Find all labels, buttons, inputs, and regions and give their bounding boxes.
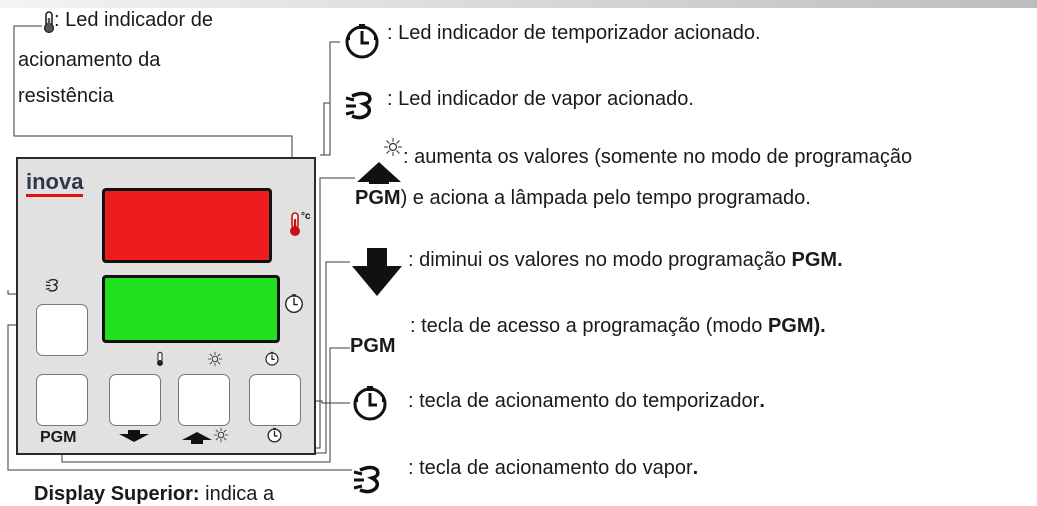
- arrow-up-icon: [355, 160, 403, 189]
- vapor-key-desc: : tecla de acionamento do vapor: [408, 457, 693, 479]
- pgm-key-label: PGM: [40, 429, 77, 446]
- degree-label: °c: [301, 211, 311, 222]
- steam-key-icon: [352, 460, 386, 503]
- timer-led-text: : Led indicador de temporizador acionado…: [387, 22, 761, 44]
- down-arrow-small-icon: [119, 429, 149, 447]
- clock-key-icon: [350, 384, 390, 429]
- display-superior-text: Display Superior: indica a: [34, 482, 274, 506]
- pgm-key[interactable]: [36, 374, 88, 426]
- resist-led-line2: acionamento da: [18, 49, 161, 71]
- resist-led-line1: : Led indicador de: [54, 9, 214, 31]
- pgm-key-desc: : tecla de acesso a programação (modo: [410, 315, 768, 337]
- pgm-icon-label: PGM: [350, 335, 396, 357]
- vapor-led-text: : Led indicador de vapor acionado.: [387, 88, 694, 110]
- timer-key[interactable]: [249, 374, 301, 426]
- lamp-small-icon: [207, 351, 223, 372]
- timer-led-icon: [283, 293, 305, 320]
- pgm-key-text: : tecla de acesso a programação (modo PG…: [410, 314, 826, 338]
- down-key[interactable]: [109, 374, 161, 426]
- down-key-pgm-bold: PGM.: [791, 249, 843, 271]
- down-key-desc: : diminui os valores no modo programação: [408, 249, 792, 271]
- clock-icon: [342, 22, 382, 67]
- steam-icon: [344, 86, 378, 129]
- up-key-line2: PGM) e aciona a lâmpada pelo tempo progr…: [355, 186, 811, 210]
- display-superior-bold: Display Superior:: [34, 483, 200, 505]
- lamp-key-icon: [213, 427, 229, 448]
- clock-small-icon: [264, 351, 280, 372]
- display-superior-rest: indica a: [199, 483, 275, 505]
- thermometer-icon: [42, 10, 56, 39]
- vapor-key-text: : tecla de acionamento do vapor.: [408, 456, 698, 480]
- brand-logo: inova: [26, 169, 84, 197]
- thermometer-small-icon: [155, 351, 165, 372]
- pgm-key-bold: PGM).: [767, 315, 826, 337]
- up-key-pgm-bold: PGM: [355, 187, 401, 209]
- top-display: [102, 188, 272, 263]
- up-key-line1: : aumenta os valores (somente no modo de…: [403, 146, 913, 168]
- lamp-icon: [383, 137, 403, 162]
- control-panel: inova °c PGM: [16, 157, 316, 455]
- clock-key-small-icon: [266, 427, 283, 449]
- vapor-key[interactable]: [36, 304, 88, 356]
- up-key-line2-rest: ) e aciona a lâmpada pelo tempo programa…: [400, 187, 811, 209]
- arrow-down-icon: [352, 248, 402, 301]
- down-key-text: : diminui os valores no modo programação…: [408, 248, 843, 272]
- thermometer-red-icon: [288, 211, 302, 242]
- timer-key-desc: : tecla de acionamento do temporizador: [408, 390, 760, 412]
- timer-key-text: : tecla de acionamento do temporizador.: [408, 389, 765, 413]
- vapor-led-icon: [44, 276, 62, 299]
- vapor-key-period: .: [692, 457, 699, 479]
- resist-led-line3: resistência: [18, 85, 114, 107]
- up-key[interactable]: [178, 374, 230, 426]
- up-arrow-small-icon: [182, 431, 212, 449]
- top-bar: [0, 0, 1037, 8]
- timer-key-period: .: [759, 390, 765, 412]
- bottom-display: [102, 275, 280, 343]
- brand-logo-text: inova: [26, 169, 84, 197]
